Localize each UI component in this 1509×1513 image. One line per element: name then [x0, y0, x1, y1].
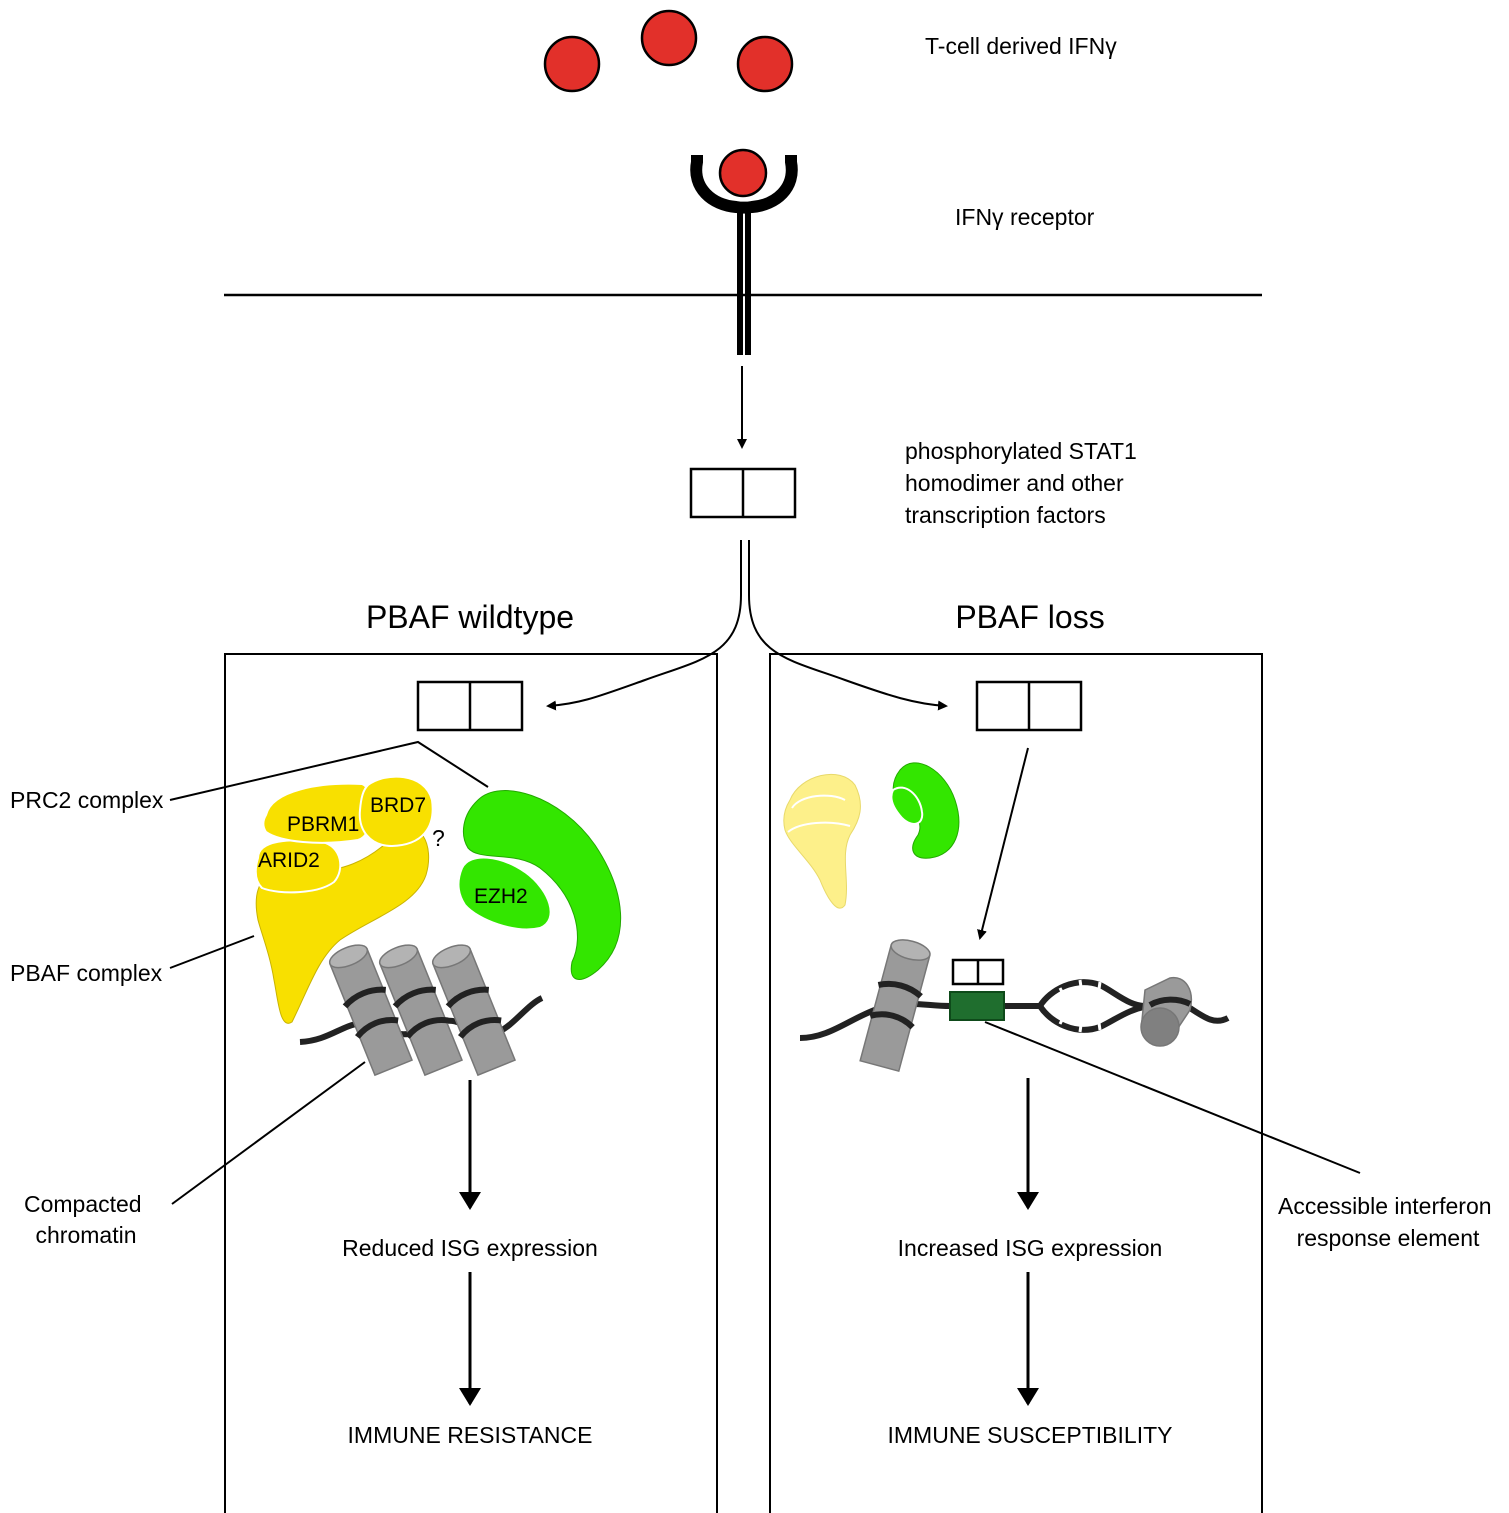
bound-ifng-ligand: [718, 148, 768, 198]
bound-stat1-dimer: [951, 958, 1005, 986]
dissociated-pbaf: [783, 773, 861, 909]
compacted-chromatin: [299, 944, 544, 1077]
prc2-callout-line: [169, 740, 489, 801]
open-chromatin: [799, 939, 1230, 1073]
ezh2-subunit: [457, 856, 552, 931]
pbrm1-subunit: [262, 782, 374, 844]
left-panel-box: [224, 653, 718, 1513]
right-expression: Increased ISG expression: [898, 1235, 1163, 1261]
ire-callout-line: [984, 1021, 1361, 1174]
chromatin-label: Compacted chromatin: [24, 1191, 148, 1248]
ifng-ligand: [543, 35, 601, 93]
stat1-dimer: [689, 467, 797, 519]
prc2-body: [462, 790, 622, 980]
brd7-subunit: [358, 775, 434, 848]
left-panel-title: PBAF wildtype: [366, 599, 574, 635]
ifng-ligand: [736, 35, 794, 93]
arid2-label: ARID2: [258, 849, 320, 872]
pbaf-complex: [254, 775, 434, 1024]
nucleosome: [1140, 976, 1192, 1047]
nucleosome: [859, 939, 931, 1073]
left-stat1-dimer: [416, 680, 524, 732]
nucleosome: [328, 944, 413, 1077]
ifng-label: T-cell derived IFNγ: [925, 33, 1117, 59]
brd7-label: BRD7: [370, 794, 426, 817]
right-panel-title: PBAF loss: [955, 599, 1104, 635]
ifng-ligand: [640, 9, 698, 67]
ifng-receptor: [690, 148, 798, 355]
pbaf-label: PBAF complex: [10, 960, 163, 986]
ire-label: Accessible interferon response element: [1278, 1193, 1498, 1251]
chromatin-callout-line: [171, 1061, 366, 1205]
interferon-response-element: [949, 991, 1005, 1021]
right-panel-box: [769, 653, 1263, 1513]
nucleosome: [378, 944, 463, 1077]
pbaf-callout-line: [169, 935, 255, 969]
right-outcome: IMMUNE SUSCEPTIBILITY: [888, 1422, 1173, 1448]
ezh2-label: EZH2: [474, 885, 528, 908]
stat-to-dna-arrow: [977, 747, 1029, 940]
question-mark: ?: [432, 825, 445, 851]
dissociated-prc2: [890, 762, 960, 859]
pbrm1-label: PBRM1: [287, 813, 359, 836]
ifng-ligands: [543, 9, 794, 93]
split-left: [546, 540, 742, 711]
nucleosome: [431, 944, 516, 1077]
split-right: [748, 540, 948, 711]
stat-label: phosphorylated STAT1 homodimer and other…: [905, 438, 1143, 528]
prc2-complex: [457, 790, 622, 980]
left-expression: Reduced ISG expression: [342, 1235, 598, 1261]
receptor-label: IFNγ receptor: [955, 204, 1095, 230]
prc2-label: PRC2 complex: [10, 787, 164, 813]
right-stat1-dimer: [975, 680, 1083, 732]
left-outcome: IMMUNE RESISTANCE: [348, 1422, 593, 1448]
